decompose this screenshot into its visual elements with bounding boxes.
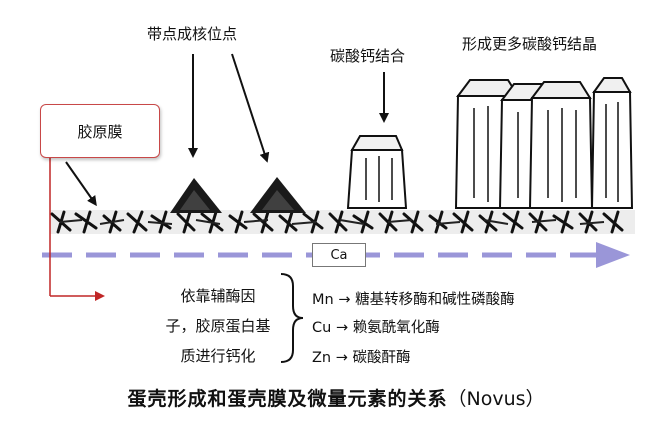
enzyme-metal: Zn [312, 350, 332, 366]
enzyme-metal: Cu [312, 320, 332, 336]
nucleation-site-2 [250, 177, 306, 213]
enzyme-row-mn: Mn → 糖基转移酶和碱性磷酸酶 [312, 290, 515, 310]
mechanism-line-3: 质进行钙化 [180, 347, 256, 365]
enzyme-arrow: → [335, 320, 349, 336]
enzyme-row-cu: Cu → 赖氨酰氧化酶 [312, 318, 440, 338]
diagram-title-source: （Novus） [447, 388, 545, 410]
enzyme-name: 碳酸酐酶 [352, 350, 411, 366]
nucleation-site-1 [170, 178, 222, 213]
enzyme-arrow: → [338, 292, 351, 308]
eggshell-membrane [50, 210, 635, 234]
collagen-to-mechanism-pointer [49, 157, 105, 301]
label-more-crystals: 形成更多碳酸钙结晶 [462, 35, 598, 53]
enzyme-arrow: → [335, 350, 348, 366]
label-collagen-membrane: 胶原膜 [40, 104, 160, 158]
diagram-title: 蛋壳形成和蛋壳膜及微量元素的关系（Novus） [0, 384, 672, 411]
calcium-carbonate-crystal-cluster [454, 77, 634, 209]
label-collagen-membrane-text: 胶原膜 [77, 122, 123, 141]
enzyme-brace [280, 273, 304, 363]
enzyme-row-zn: Zn → 碳酸酐酶 [312, 348, 411, 368]
mechanism-line-1: 依靠辅酶因 [180, 287, 256, 305]
label-calcium-carbonate-binding: 碳酸钙结合 [330, 47, 406, 65]
enzyme-metal: Mn [312, 292, 334, 308]
enzyme-name: 赖氨酰氧化酶 [352, 320, 440, 336]
calcium-carbonate-crystal-single [346, 135, 408, 209]
calcium-label-text: Ca [330, 247, 348, 263]
label-nucleation-sites: 带点成核位点 [147, 25, 238, 43]
arrow-nucleation-2 [231, 53, 270, 163]
mechanism-line-2: 子，胶原蛋白基 [165, 317, 271, 335]
calcium-label: Ca [312, 243, 366, 267]
arrow-collagen-membrane [65, 161, 97, 207]
diagram-title-main: 蛋壳形成和蛋壳膜及微量元素的关系 [127, 388, 448, 410]
enzyme-name: 糖基转移酶和碱性磷酸酶 [355, 292, 515, 308]
